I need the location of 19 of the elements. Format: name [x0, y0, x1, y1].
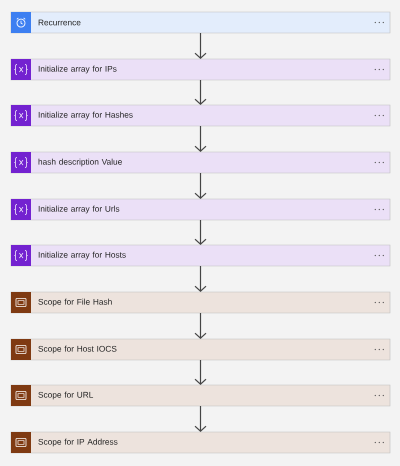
arrow	[194, 173, 206, 199]
action-box: Scope for File Hash	[10, 292, 390, 314]
action-box: Scope for Host IOCS	[10, 338, 390, 360]
arrow	[194, 220, 206, 245]
action-box: Initialize array for Hosts	[10, 244, 390, 266]
action-box: Initialize array for IPs	[10, 58, 390, 80]
action-box: Initialize array for Hashes	[10, 104, 390, 126]
action-box: hash description Value	[10, 152, 390, 174]
arrow	[194, 313, 206, 339]
arrow	[194, 126, 206, 152]
arrow	[194, 33, 206, 59]
action-box: Recurrence	[10, 12, 390, 34]
action-box: Initialize array for Urls	[10, 198, 390, 220]
arrow	[194, 360, 206, 385]
arrow	[194, 266, 206, 292]
action-box: Scope for URL	[10, 384, 390, 406]
action-box: Scope for IP Address	[10, 432, 390, 454]
arrow	[194, 80, 206, 105]
arrow	[194, 406, 206, 432]
